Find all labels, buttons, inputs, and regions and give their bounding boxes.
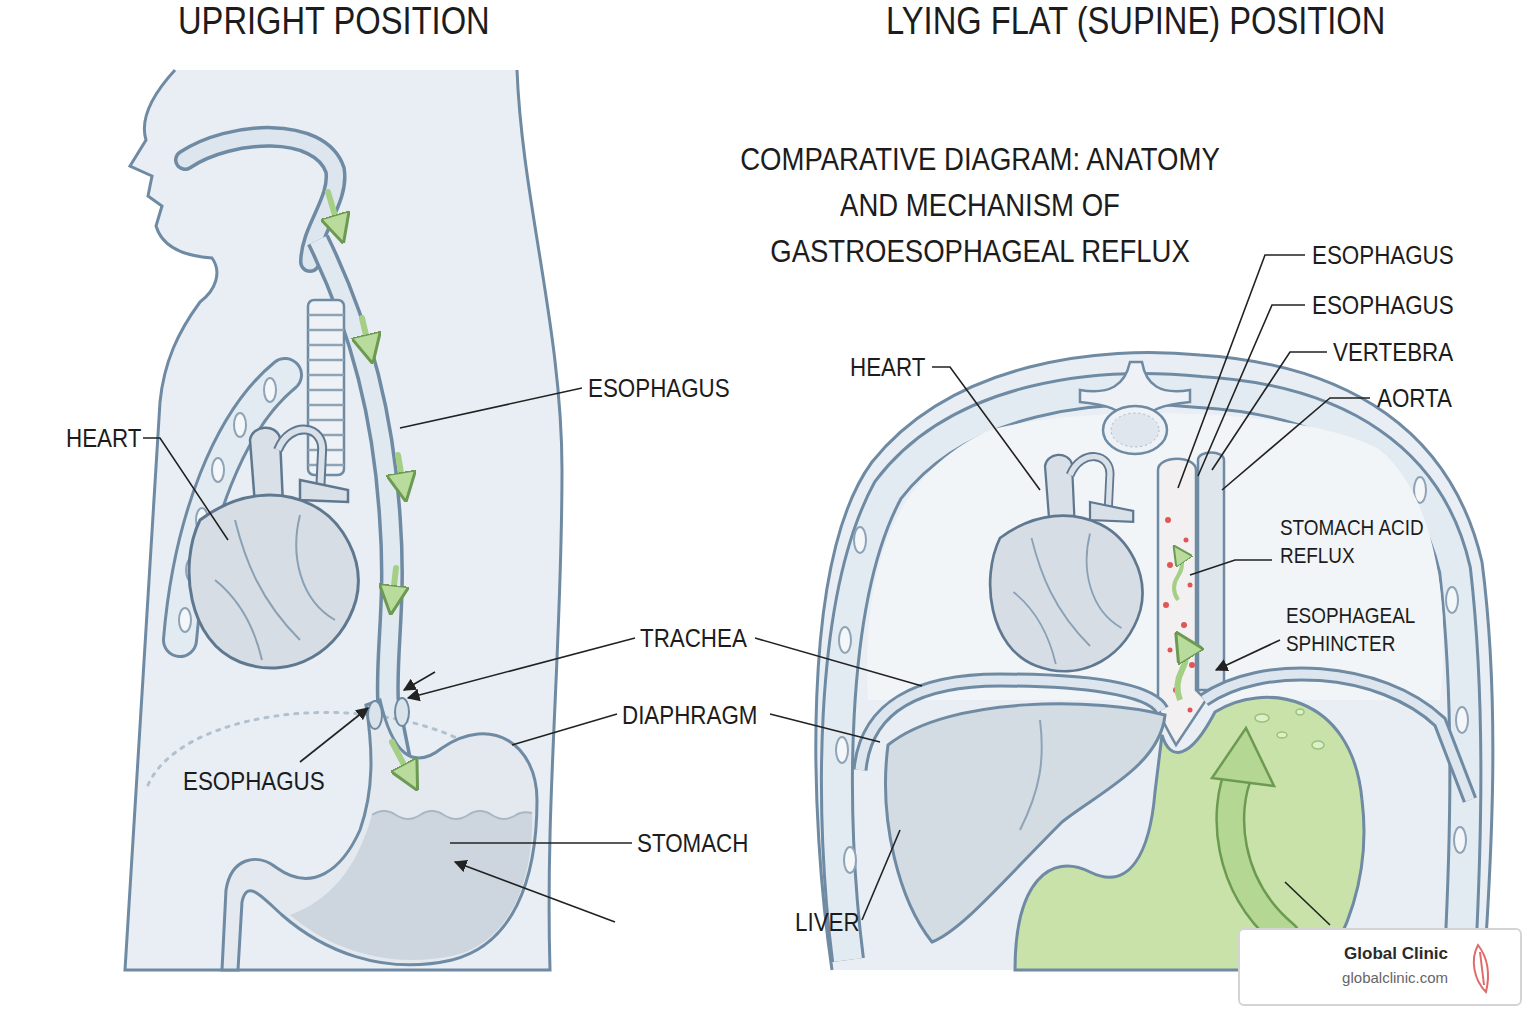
- vertebra-body: [1103, 406, 1167, 454]
- rib-oval: [844, 847, 856, 873]
- sphincter-left: [395, 698, 409, 726]
- leader-line: [1190, 560, 1272, 575]
- leader-line: [932, 367, 1040, 490]
- acid-dot: [1165, 517, 1171, 523]
- leader-line: [1198, 305, 1305, 476]
- diagram-title: COMPARATIVE DIAGRAM: ANATOMY AND MECHANI…: [739, 136, 1221, 274]
- leader-line: [404, 672, 435, 690]
- stomach-left: [222, 700, 537, 970]
- leader-line: [1222, 398, 1370, 490]
- rib-oval: [179, 608, 191, 632]
- splash-drop: [1277, 732, 1287, 738]
- stomach-contents: [290, 811, 532, 960]
- leader-line: [1216, 640, 1280, 670]
- panel-heading: LYING FLAT (SUPINE) POSITION: [886, 0, 1385, 44]
- leader-line: [455, 862, 615, 922]
- leader-line: [1285, 882, 1330, 925]
- brand-url: globalclinic.com: [1342, 969, 1448, 986]
- part-label: LIVER: [795, 908, 860, 938]
- part-label: ESOPHAGUS: [183, 767, 325, 797]
- reflux-big-arrow: [1230, 770, 1285, 935]
- leader-line: [755, 638, 922, 686]
- vertebra: [1080, 362, 1190, 454]
- torso-section: [816, 353, 1493, 970]
- leader-line: [1178, 255, 1305, 488]
- flow-arrow: [362, 318, 370, 352]
- rib-oval: [854, 527, 866, 553]
- part-label: HEART: [850, 353, 925, 383]
- rib-oval: [234, 413, 246, 437]
- acid-dot: [1181, 622, 1187, 628]
- leader-line: [143, 438, 228, 540]
- panel-heading: UPRIGHT POSITION: [178, 0, 490, 44]
- rib-oval: [212, 458, 224, 482]
- brand-name: Global Clinic: [1344, 944, 1448, 964]
- rib-oval: [1456, 707, 1468, 733]
- leader-line: [862, 830, 900, 920]
- part-label: TRACHEA: [640, 624, 747, 654]
- reflux-arrow-head: [1212, 728, 1274, 786]
- stomach-contents-line: [372, 811, 532, 819]
- leader-line: [770, 714, 880, 742]
- splash-drop: [1296, 709, 1304, 715]
- reflux-wave: [1174, 552, 1182, 600]
- rib-oval: [839, 627, 851, 653]
- part-label: ESOPHAGUS: [1312, 241, 1454, 271]
- acid-dot: [1167, 562, 1173, 568]
- chest-cavity: [867, 413, 1443, 700]
- flow-arrow: [392, 568, 396, 603]
- watermark-box: Global Clinic globalclinic.com: [1238, 928, 1522, 1006]
- liver-fissure: [1020, 720, 1042, 830]
- splash-drop: [1312, 741, 1324, 749]
- acid-dot: [1168, 648, 1173, 653]
- body-silhouette: [125, 70, 562, 970]
- flow-arrow: [398, 455, 404, 490]
- acid-dot: [1189, 662, 1195, 668]
- rib-oval: [264, 378, 276, 402]
- flow-arrow: [392, 742, 412, 780]
- flow-arrow: [328, 192, 340, 232]
- leader-line: [400, 388, 582, 428]
- reflux-wave: [1177, 642, 1186, 700]
- rib-oval: [1446, 587, 1458, 613]
- part-label: ESOPHAGUS: [1312, 291, 1454, 321]
- rib-oval: [1454, 827, 1466, 853]
- acid-dots: [1163, 517, 1195, 713]
- part-label: HEART: [66, 424, 141, 454]
- reflux-big-arrow-fill: [1230, 770, 1285, 935]
- vertebra-marrow: [1111, 413, 1159, 447]
- heart-left: [189, 428, 358, 668]
- splash-drop: [1255, 714, 1269, 722]
- leader-line: [512, 714, 617, 745]
- sphincter-left: [368, 701, 382, 729]
- heart-right: [990, 455, 1142, 671]
- part-label: DIAPHRAGM: [622, 701, 757, 731]
- splash: [1255, 709, 1324, 749]
- acid-dot: [1163, 602, 1169, 608]
- flow-arrows: [328, 192, 412, 780]
- acid-dot: [1184, 538, 1189, 543]
- leader-line: [408, 638, 635, 698]
- leader-line: [300, 708, 368, 762]
- acid-dot: [1188, 708, 1193, 713]
- leader-line: [450, 842, 632, 844]
- part-label: STOMACH ACID REFLUX: [1280, 514, 1452, 569]
- rib-oval: [836, 737, 848, 763]
- leader-line: [1212, 352, 1327, 470]
- acid-dot: [1188, 583, 1193, 588]
- part-label: AORTA: [1377, 384, 1452, 414]
- leader-lines: [143, 255, 1370, 925]
- part-label: VERTEBRA: [1333, 338, 1453, 368]
- part-label: ESOPHAGUS: [588, 374, 730, 404]
- part-label: ESOPHAGEAL SPHINCTER: [1286, 602, 1458, 657]
- part-label: STOMACH: [637, 829, 748, 859]
